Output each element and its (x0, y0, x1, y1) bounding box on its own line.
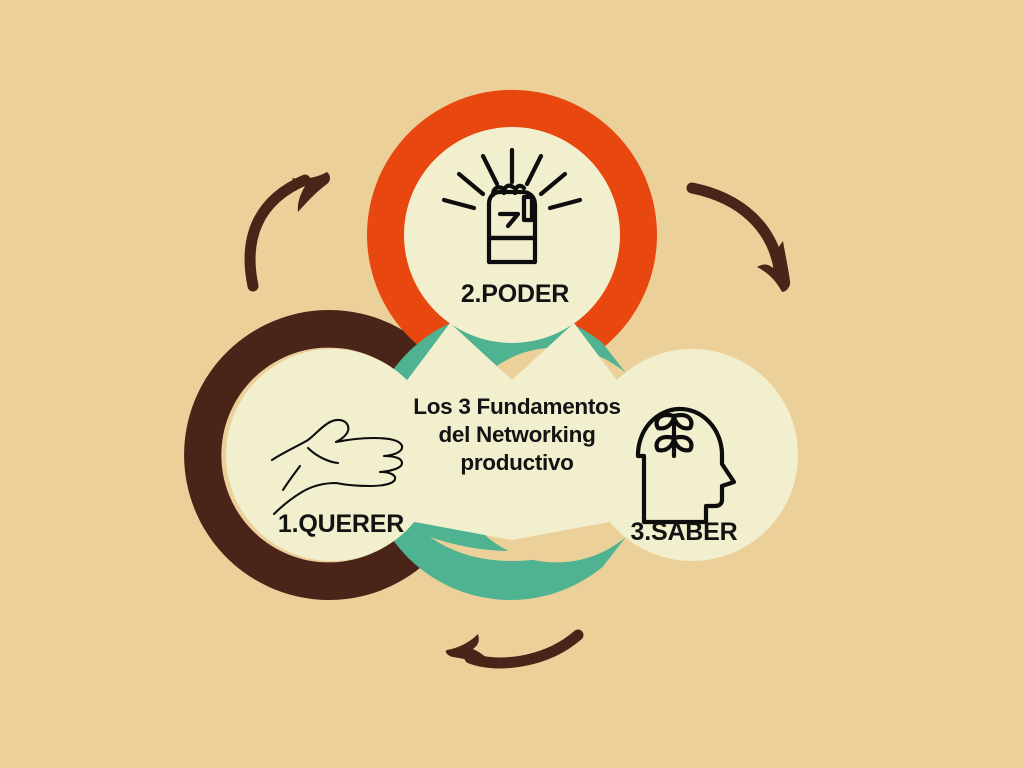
cream-bridge-bottom (332, 455, 692, 540)
cycle-arrows (244, 172, 791, 669)
head-plant-icon (635, 406, 737, 525)
bottom-seam-notch (430, 537, 594, 561)
arrow-left-up (244, 172, 330, 292)
node-label-querer: 1.QUERER (278, 510, 404, 538)
center-title: Los 3 Fundamentos del Networking product… (413, 394, 621, 475)
center-title-line-3: productivo (460, 450, 573, 475)
ring-querer (184, 310, 422, 600)
center-title-line-2: del Networking (438, 422, 595, 447)
arrow-bottom-left (445, 629, 584, 669)
arrow-right-down (686, 182, 791, 292)
cream-disc-poder (404, 127, 620, 343)
cream-bridge-left (332, 323, 512, 455)
node-label-poder: 2.PODER (461, 280, 569, 308)
center-title-line-1: Los 3 Fundamentos (413, 394, 620, 419)
fist-rays (441, 147, 583, 211)
raised-fist-icon (441, 147, 583, 265)
cream-bridge-right (512, 323, 692, 455)
node-label-saber: 3.SABER (631, 518, 738, 546)
open-hand-icon (270, 418, 404, 516)
